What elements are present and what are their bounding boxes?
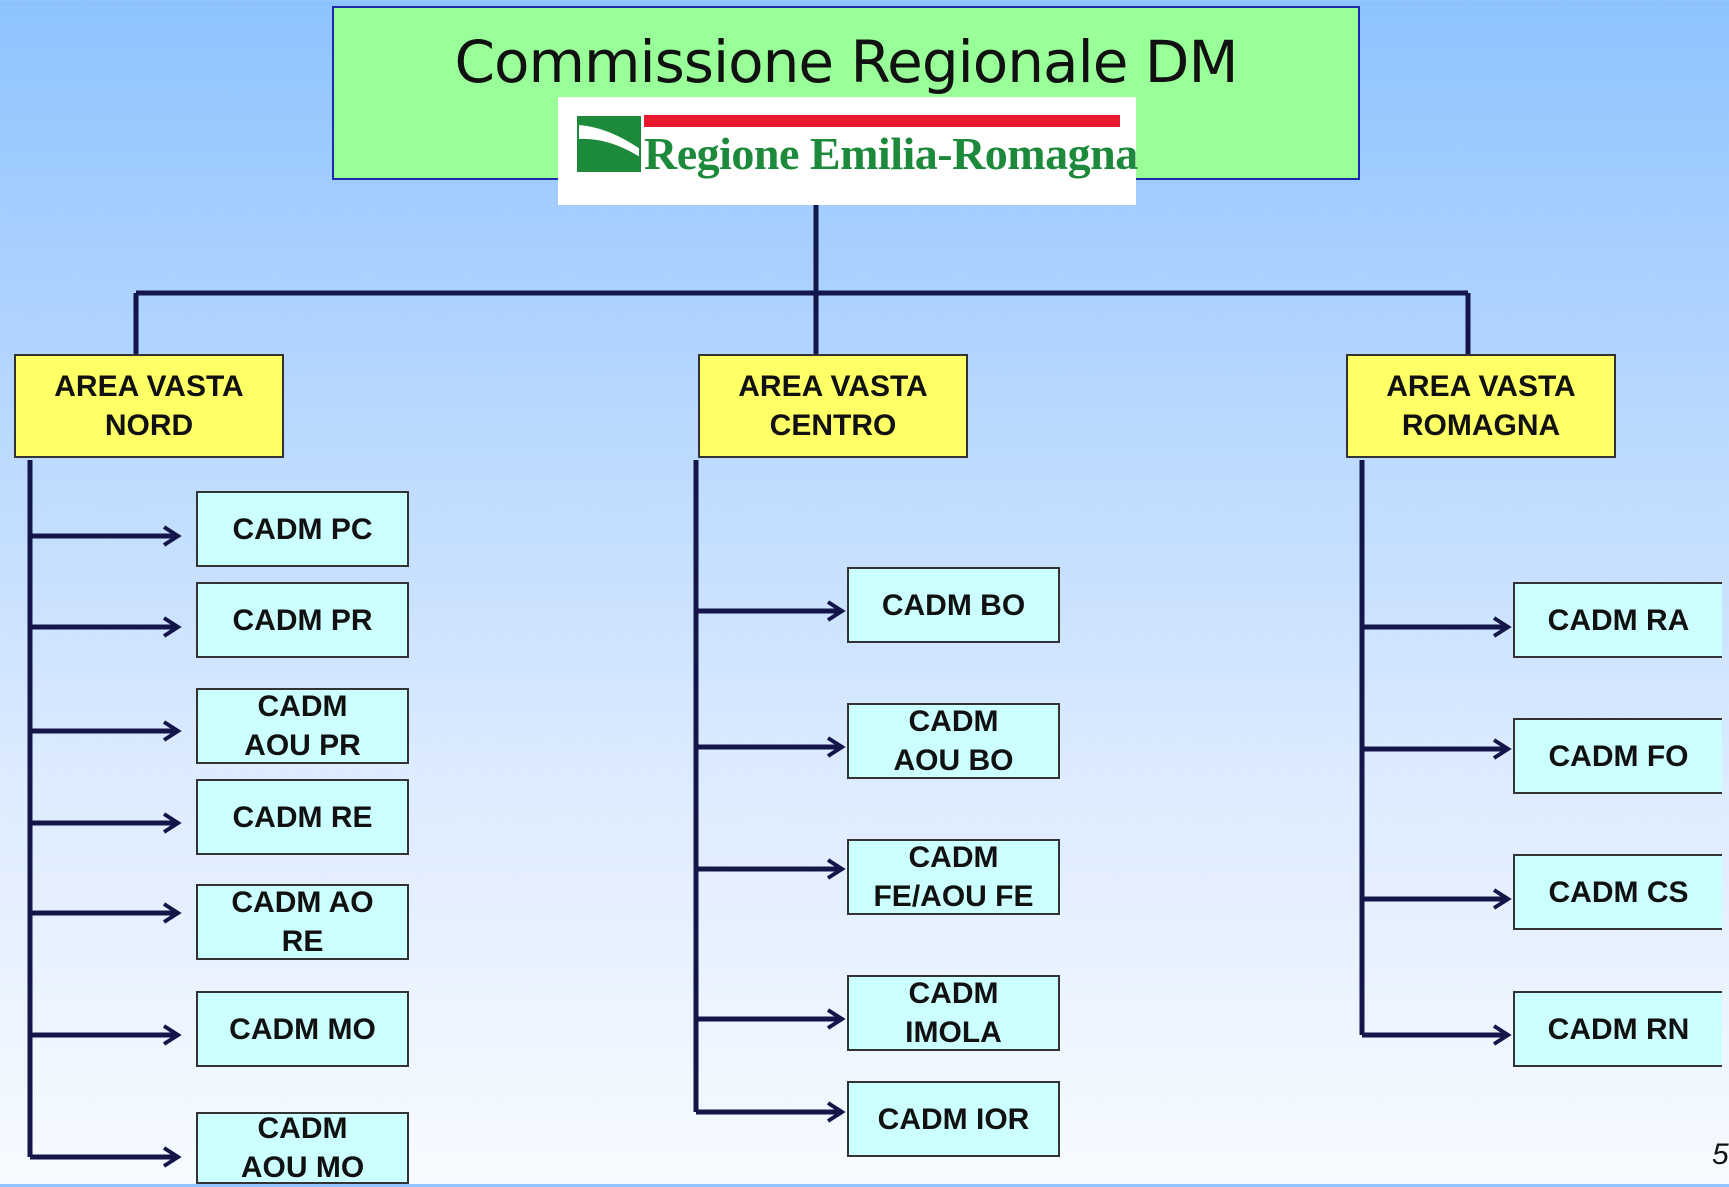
unit-cadm-pr: CADM PR [196,582,409,658]
arrow-head-1-2 [826,858,846,880]
unit-cadm-fe-aou-fe: CADM FE/AOU FE [847,839,1060,915]
unit-cadm-ao-re: CADM AO RE [196,884,409,960]
arrow-head-1-3 [826,1008,846,1030]
regione-logo: Regione Emilia-Romagna [558,97,1138,205]
unit-cadm-rn: CADM RN [1513,991,1722,1067]
arrow-head-0-3 [162,812,182,834]
unit-cadm-cs: CADM CS [1513,854,1722,930]
area-vasta-centro: AREA VASTA CENTRO [698,354,968,458]
area-vasta-romagna: AREA VASTA ROMAGNA [1346,354,1616,458]
logo-red-bar [644,115,1120,127]
arrow-head-0-5 [162,1024,182,1046]
arrow-head-0-6 [162,1146,182,1168]
arrow-head-2-3 [1492,1024,1512,1046]
unit-cadm-pc: CADM PC [196,491,409,567]
unit-cadm-bo: CADM BO [847,567,1060,643]
unit-cadm-aou-pr: CADM AOU PR [196,688,409,764]
unit-cadm-mo: CADM MO [196,991,409,1067]
commission-title: Commissione Regionale DM [454,28,1238,96]
logo-text: Regione Emilia-Romagna [644,128,1138,179]
page-number: 5 [1712,1138,1729,1171]
arrow-head-1-4 [826,1101,846,1123]
arrow-head-2-1 [1492,738,1512,760]
arrow-head-0-0 [162,525,182,547]
arrow-head-1-1 [826,736,846,758]
arrow-head-0-4 [162,902,182,924]
unit-cadm-re: CADM RE [196,779,409,855]
area-vasta-nord: AREA VASTA NORD [14,354,284,458]
unit-cadm-aou-bo: CADM AOU BO [847,703,1060,779]
logo-flag-icon [577,116,641,172]
unit-cadm-aou-mo: CADM AOU MO [196,1112,409,1184]
unit-cadm-ra: CADM RA [1513,582,1722,658]
unit-cadm-fo: CADM FO [1513,718,1722,794]
unit-cadm-imola: CADM IMOLA [847,975,1060,1051]
arrow-head-0-1 [162,616,182,638]
arrow-head-2-2 [1492,888,1512,910]
arrow-head-1-0 [826,600,846,622]
arrow-head-2-0 [1492,616,1512,638]
unit-cadm-ior: CADM IOR [847,1081,1060,1157]
arrow-head-0-2 [162,720,182,742]
